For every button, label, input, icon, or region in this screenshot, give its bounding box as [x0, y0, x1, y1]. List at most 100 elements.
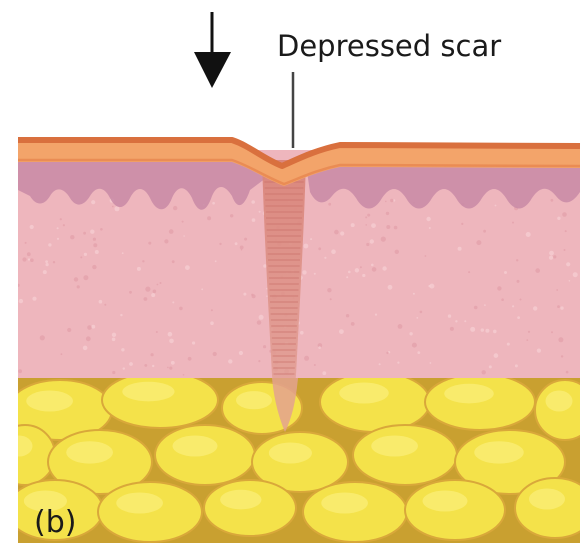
dermis-speckle — [417, 351, 420, 354]
dermis-speckle — [551, 199, 554, 202]
dermis-speckle — [528, 331, 530, 333]
dermis-speckle — [259, 315, 264, 320]
dermis-speckle — [533, 306, 537, 310]
dermis-speckle — [74, 277, 78, 281]
dermis-speckle — [60, 218, 62, 220]
dermis-speckle — [112, 338, 116, 342]
fat-cell-highlight — [321, 493, 368, 514]
dermis-speckle — [137, 267, 141, 271]
dermis-speckle — [557, 305, 560, 308]
dermis-speckle — [244, 238, 247, 241]
dermis-speckle — [112, 371, 115, 374]
dermis-speckle — [416, 317, 418, 319]
dermis-speckle — [470, 327, 475, 332]
dermis-speckle — [172, 260, 175, 263]
dermis-speckle — [355, 268, 359, 272]
dermis-speckle — [153, 290, 157, 294]
dermis-speckle — [304, 244, 309, 249]
dermis-speckle — [210, 321, 214, 325]
dermis-speckle — [564, 249, 566, 251]
dermis-speckle — [429, 284, 434, 289]
dermis-speckle — [327, 288, 331, 292]
dermis-speckle — [455, 320, 457, 322]
dermis-speckle — [351, 322, 355, 326]
dermis-speckle — [144, 297, 148, 301]
dermis-speckle — [318, 247, 321, 250]
dermis-speckle — [183, 235, 185, 237]
dermis-speckle — [112, 333, 116, 337]
dermis-speckle — [144, 364, 147, 367]
dermis-speckle — [219, 243, 221, 245]
dermis-speckle — [83, 232, 86, 235]
fat-cell-highlight — [339, 383, 389, 404]
dermis-speckle — [57, 238, 59, 240]
dermis-speckle — [348, 271, 351, 274]
dermis-speckle — [259, 211, 261, 213]
fat-cell-highlight — [116, 493, 163, 514]
dermis-speckle — [32, 297, 36, 301]
dermis-speckle — [553, 255, 556, 258]
dermis-speckle — [258, 360, 260, 362]
dermis-speckle — [121, 348, 124, 351]
dermis-speckle — [70, 235, 74, 239]
dermis-speckle — [83, 346, 88, 351]
dermis-speckle — [92, 265, 96, 269]
dermis-speckle — [409, 332, 412, 335]
fat-cell-highlight — [529, 489, 565, 510]
dermis-speckle — [322, 371, 326, 375]
dermis-speckle — [450, 327, 454, 331]
dermis-speckle — [185, 265, 190, 270]
fat-cell-highlight — [220, 490, 261, 510]
dermis-speckle — [53, 261, 55, 263]
down-arrow-icon — [194, 12, 231, 88]
dermis-speckle — [474, 306, 478, 310]
fat-cell-highlight — [444, 384, 494, 404]
dermis-speckle — [171, 361, 175, 365]
dermis-speckle — [565, 230, 567, 232]
dermis-speckle — [351, 223, 355, 227]
fat-cell-highlight — [26, 391, 73, 412]
dermis-speckle — [115, 206, 120, 211]
dermis-speckle — [549, 251, 554, 256]
dermis-speckle — [346, 276, 348, 278]
dermis-speckle — [388, 285, 393, 290]
dermis-speckle — [314, 273, 316, 275]
dermis-speckle — [520, 299, 522, 301]
dermis-speckle — [157, 284, 159, 286]
dermis-speckle — [152, 365, 154, 367]
fat-cell-highlight — [474, 441, 524, 463]
dermis-speckle — [145, 287, 150, 292]
dermis-speckle — [334, 230, 339, 235]
dermis-speckle — [549, 256, 553, 260]
dermis-speckle — [100, 228, 103, 231]
fat-cell-highlight — [122, 382, 174, 402]
fat-cell-highlight — [66, 441, 113, 463]
dermis-speckle — [304, 356, 309, 361]
dermis-speckle — [120, 314, 122, 316]
dermis-speckle — [566, 262, 570, 266]
dermis-speckle — [40, 335, 45, 340]
dermis-speckle — [91, 200, 95, 204]
dermis-speckle — [395, 250, 399, 254]
dermis-speckle — [566, 371, 569, 374]
dermis-speckle — [362, 274, 365, 277]
dermis-speckle — [330, 298, 332, 300]
dermis-speckle — [123, 367, 125, 369]
dermis-speckle — [517, 280, 520, 283]
dermis-speckle — [67, 328, 71, 332]
dermis-speckle — [464, 320, 466, 322]
dermis-speckle — [63, 224, 65, 226]
dermis-speckle — [148, 242, 151, 245]
dermis-speckle — [379, 363, 381, 365]
dermis-speckle — [340, 231, 344, 235]
dermis-speckle — [360, 266, 362, 268]
dermis-speckle — [86, 336, 91, 341]
dermis-speckle — [266, 295, 268, 297]
dermis-speckle — [476, 240, 481, 245]
dermis-speckle — [173, 206, 177, 210]
dermis-speckle — [365, 224, 367, 226]
dermis-speckle — [83, 275, 88, 280]
dermis-speckle — [230, 214, 233, 217]
dermis-speckle — [30, 225, 34, 229]
dermis-speckle — [240, 246, 244, 250]
